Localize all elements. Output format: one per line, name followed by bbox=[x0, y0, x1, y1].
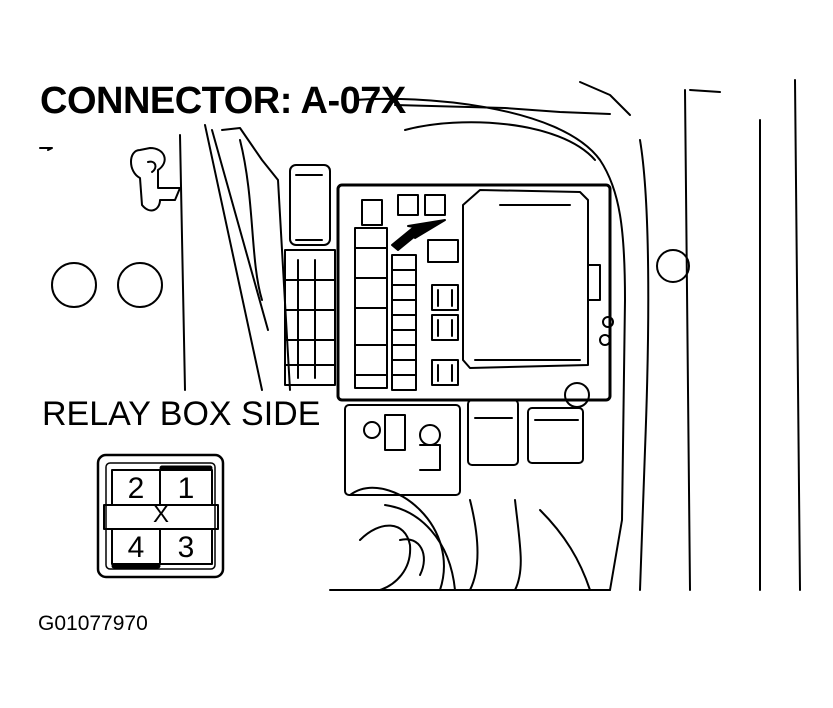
view-label: RELAY BOX SIDE bbox=[42, 395, 321, 433]
pin-cell-3 bbox=[159, 528, 213, 565]
mounting-hole-left bbox=[51, 262, 97, 308]
connector-face-diagram bbox=[96, 453, 225, 579]
harness-cover bbox=[221, 127, 291, 391]
connector-block-top bbox=[289, 164, 331, 246]
unused-pin-marker: X bbox=[152, 501, 169, 528]
title-leader-line bbox=[394, 104, 611, 115]
mounting-hole-body bbox=[656, 249, 690, 283]
lower-relay-right bbox=[527, 407, 584, 464]
wire-clip bbox=[130, 147, 181, 212]
relay-cover-large bbox=[462, 189, 589, 369]
mini-fuse-stack bbox=[391, 254, 417, 391]
bracket-leader bbox=[179, 134, 186, 391]
pin-label-1: 1 bbox=[177, 472, 195, 505]
wire-harness bbox=[349, 486, 445, 591]
pin-label-3: 3 bbox=[177, 531, 195, 564]
pin-label-2: 2 bbox=[127, 472, 145, 505]
figure-id: G01077970 bbox=[38, 612, 148, 635]
lower-relay-left bbox=[467, 399, 519, 466]
target-arrow bbox=[391, 219, 446, 251]
mounting-hole-right bbox=[117, 262, 163, 308]
connector-title: CONNECTOR: A-07X bbox=[40, 80, 406, 122]
pin-label-4: 4 bbox=[127, 531, 145, 564]
body-panel-edge bbox=[354, 97, 626, 591]
